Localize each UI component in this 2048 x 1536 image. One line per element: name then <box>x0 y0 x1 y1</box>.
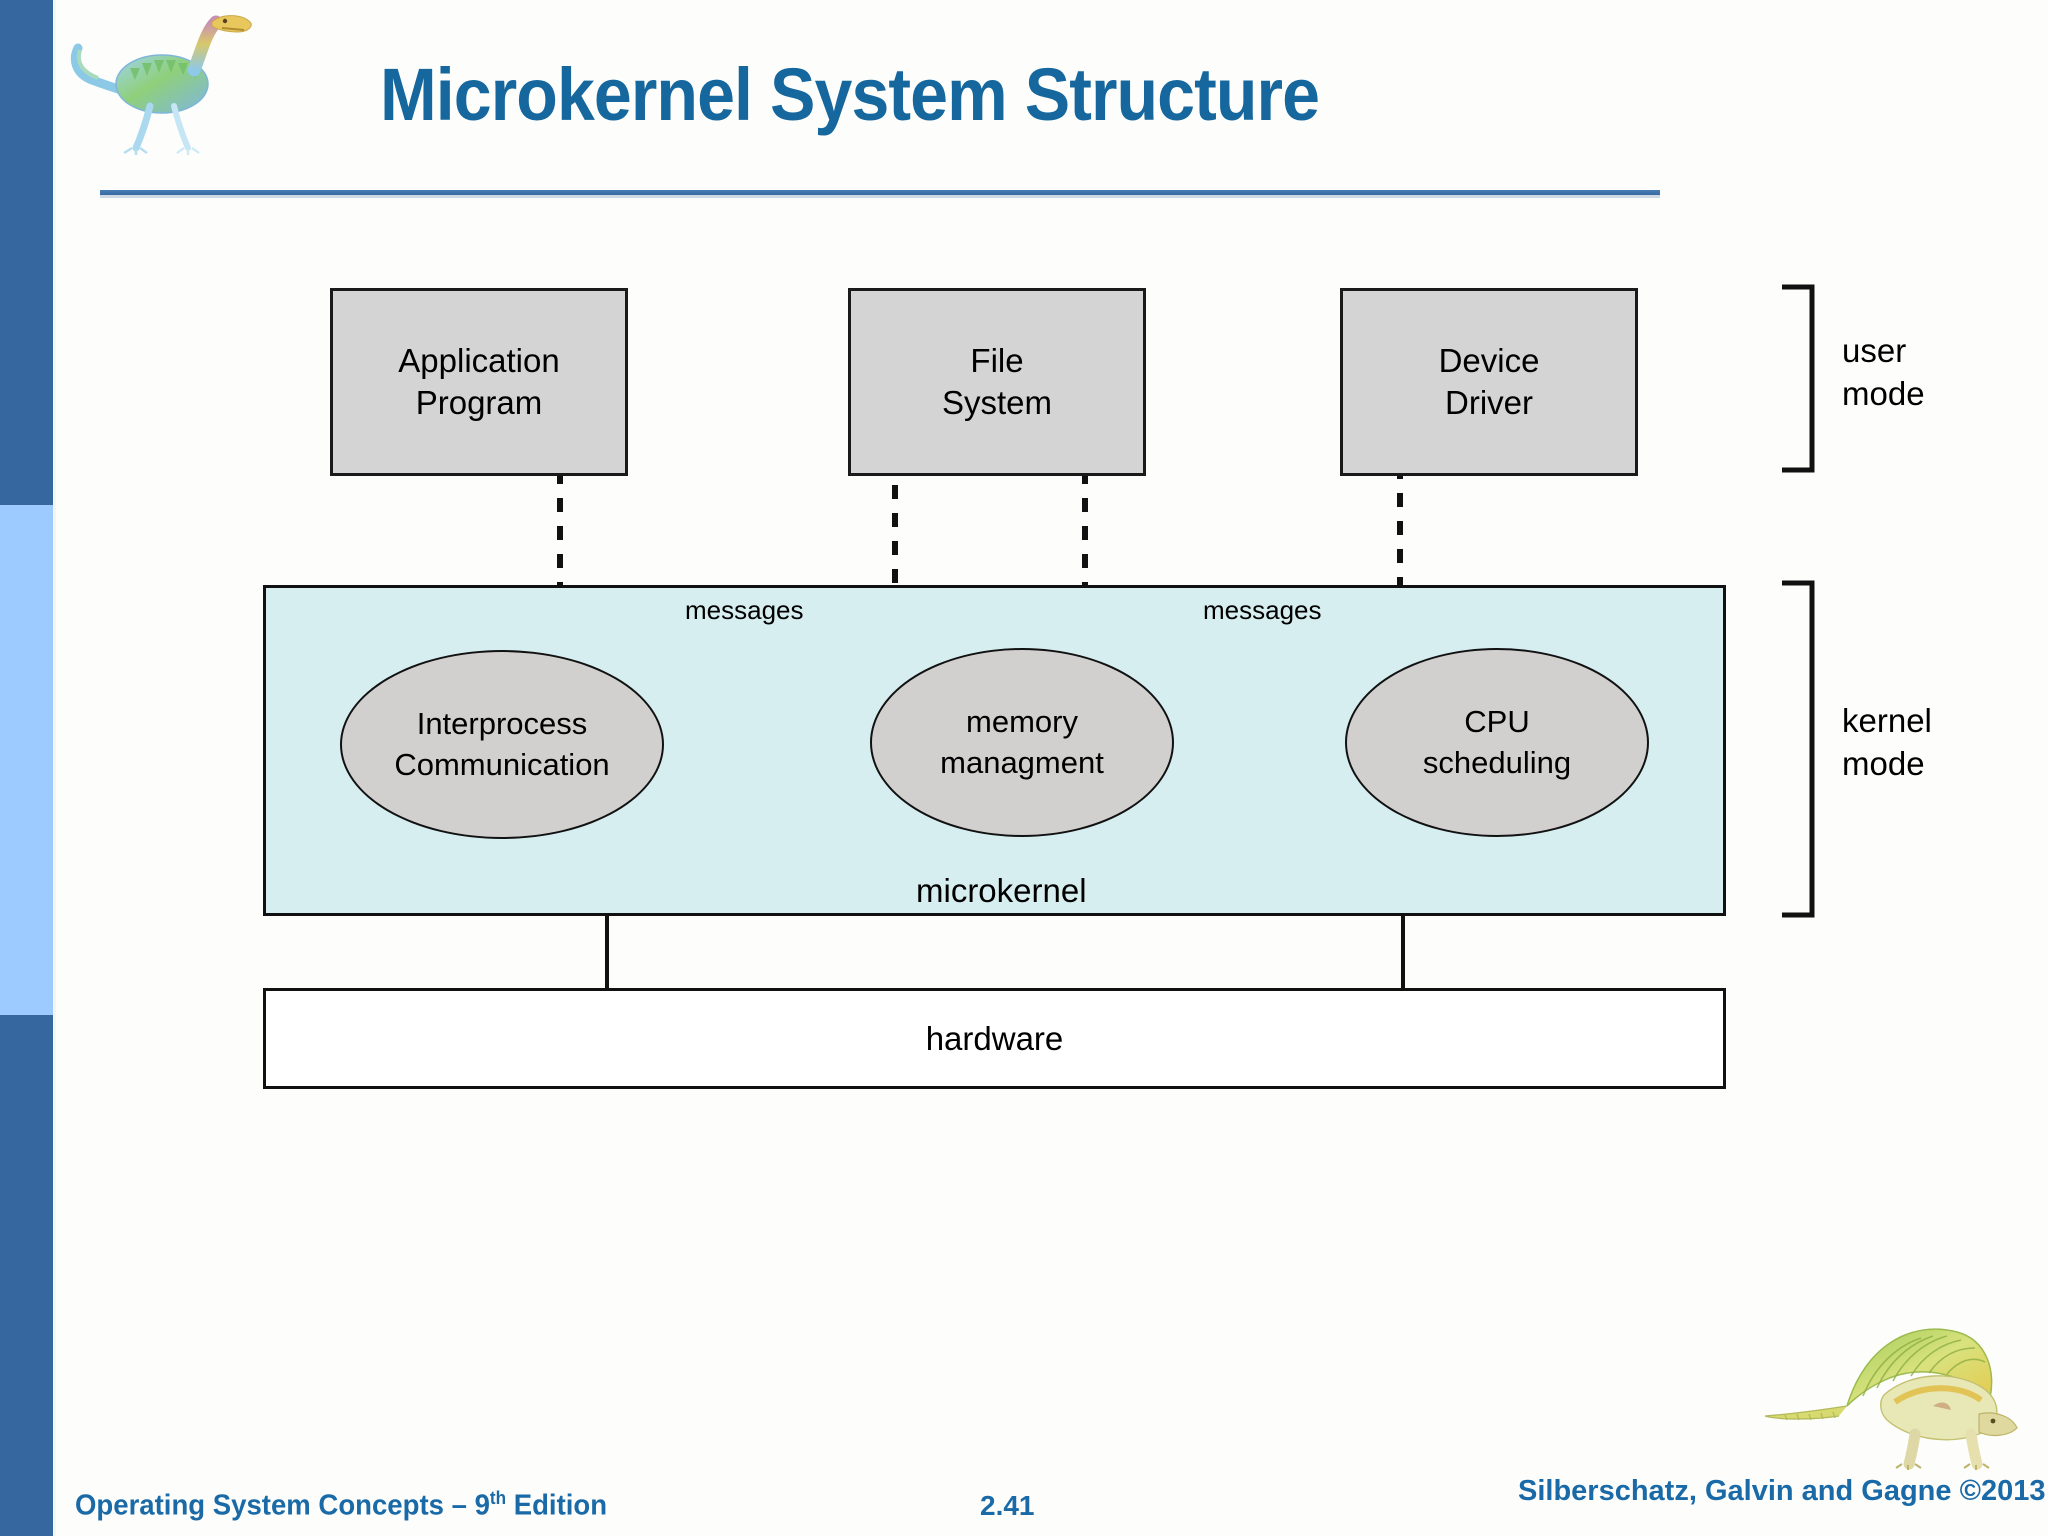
node-label-line2: System <box>941 384 1053 421</box>
node-interprocess-communication[interactable]: Interprocess Communication <box>340 650 664 839</box>
footer-copyright: Silberschatz, Galvin and Gagne ©2013 <box>1518 1475 2046 1507</box>
node-label-line1: memory <box>966 704 1078 740</box>
microkernel-label: microkernel <box>916 872 1087 909</box>
footer-edition-sup: th <box>489 1488 507 1508</box>
footer-edition: Operating System Concepts – 9th Edition <box>75 1488 607 1523</box>
footer-edition-pre: Operating System Concepts – 9 <box>75 1489 490 1522</box>
node-device-driver[interactable]: Device Driver <box>1340 288 1638 476</box>
sidebar-rail-bottom <box>0 1015 53 1536</box>
dinosaur-ornithomimid-icon <box>70 15 252 155</box>
slide-number: 2.41 <box>980 1490 1035 1521</box>
node-label-line2: Program <box>415 384 543 421</box>
node-label-line1: CPU <box>1464 704 1530 740</box>
node-label-line1: Interprocess <box>416 706 588 742</box>
sidebar-rail-edge <box>53 0 56 1536</box>
node-label-line1: File <box>970 341 1024 379</box>
node-hardware[interactable]: hardware <box>263 988 1726 1089</box>
node-application-program[interactable]: Application Program <box>330 288 628 476</box>
title-divider <box>100 190 1660 195</box>
node-label-line1: Application <box>398 341 560 379</box>
node-label-line2: scheduling <box>1422 744 1572 780</box>
sidebar-rail-middle <box>0 505 53 1015</box>
kernel-mode-label-line2: mode <box>1842 744 1925 782</box>
messages-label-left: messages <box>685 595 804 625</box>
node-label-line1: Device <box>1438 341 1540 379</box>
node-cpu-scheduling[interactable]: CPU scheduling <box>1345 648 1649 837</box>
kernel-mode-label-line1: kernel <box>1842 702 1932 739</box>
footer-edition-post: Edition <box>506 1489 608 1522</box>
node-memory-management[interactable]: memory managment <box>870 648 1174 837</box>
user-mode-label-line2: mode <box>1842 374 1925 412</box>
user-mode-label-line1: user <box>1842 332 1907 369</box>
node-label-line2: Driver <box>1445 384 1533 421</box>
user-mode-label: user mode <box>1842 330 1925 416</box>
kernel-mode-bracket <box>1782 580 1815 918</box>
node-file-system[interactable]: File System <box>848 288 1146 476</box>
title-divider-shadow <box>100 195 1660 198</box>
user-mode-bracket <box>1782 284 1815 473</box>
hardware-label: hardware <box>925 1019 1064 1057</box>
messages-label-right: messages <box>1203 595 1322 625</box>
node-label-line2: managment <box>940 744 1104 780</box>
kernel-mode-label: kernel mode <box>1842 700 1932 786</box>
node-label-line2: Communication <box>394 746 610 782</box>
sidebar-rail-top <box>0 0 53 505</box>
page-title: Microkernel System Structure <box>380 53 1320 136</box>
message-path-app-to-fs <box>557 470 898 628</box>
dinosaur-dimetrodon-icon <box>1764 1328 2018 1470</box>
